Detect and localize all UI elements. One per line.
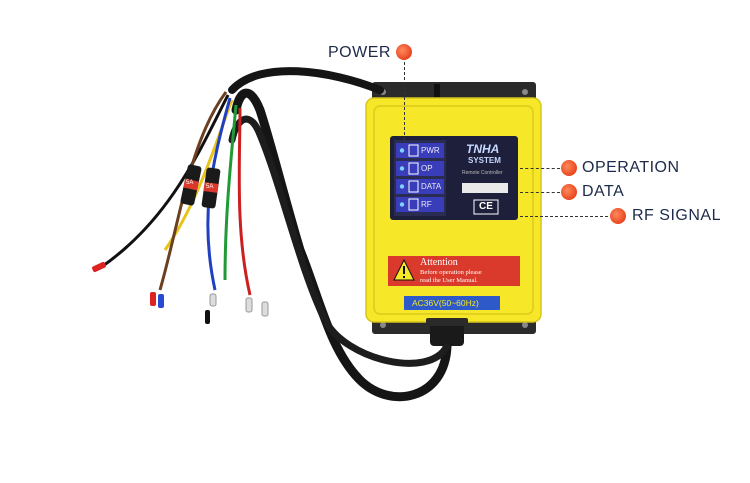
callout-line-operation [520, 168, 560, 169]
brand-logo: TNHA [466, 142, 500, 156]
wire-green [223, 104, 238, 281]
callout-power: POWER [328, 44, 391, 61]
mount-hole [522, 322, 528, 328]
fuse-tag-2: 5A [206, 184, 214, 190]
info-plate [462, 183, 508, 193]
wire-black [99, 94, 230, 270]
callout-line-power [404, 62, 405, 140]
callout-dot-data [561, 184, 577, 200]
led-label-op: OP [421, 164, 433, 173]
ce-box [473, 199, 499, 215]
led-label-pwr: PWR [421, 146, 440, 155]
terminal-blue [158, 294, 164, 308]
callout-dot-power [396, 44, 412, 60]
cable-gland [430, 322, 464, 346]
callout-line-rf-signal [520, 216, 608, 217]
mount-hole [380, 322, 386, 328]
led-label-data: DATA [421, 182, 442, 191]
wire-red [237, 107, 252, 296]
mount-hole [522, 89, 528, 95]
ce-mark: CE [479, 201, 493, 212]
antenna [434, 84, 440, 104]
housing-rim [373, 105, 534, 315]
led-rf [396, 197, 444, 212]
terminal-black [205, 310, 210, 324]
led-label-rf: RF [421, 200, 432, 209]
attention-line-2: read the User Manual. [420, 277, 478, 284]
callout-dot-rf-signal [610, 208, 626, 224]
callout-dot-operation [561, 160, 577, 176]
voltage-label: AC36V(50~60Hz) [412, 298, 479, 308]
callout-operation: OPERATION [582, 159, 680, 176]
brand-system: SYSTEM [468, 156, 501, 165]
attention-line-1: Before operation please [420, 269, 482, 276]
terminal-white [245, 297, 253, 313]
voltage-strip [404, 296, 500, 310]
led-pwr [396, 143, 444, 158]
terminal-red [92, 261, 106, 273]
terminal-white [261, 301, 269, 317]
main-cable [228, 115, 451, 367]
fuse-tag-1: 5A [186, 180, 194, 186]
panel-subtitle: Remote Controller [462, 170, 503, 176]
terminal-red [150, 292, 156, 306]
led-op [396, 161, 444, 176]
terminal-white [209, 293, 217, 307]
attention-title: Attention [420, 257, 458, 268]
callout-data: DATA [582, 183, 625, 200]
callout-rf-signal: RF SIGNAL [632, 207, 721, 224]
led-data [396, 179, 444, 194]
callout-line-data [520, 192, 560, 193]
